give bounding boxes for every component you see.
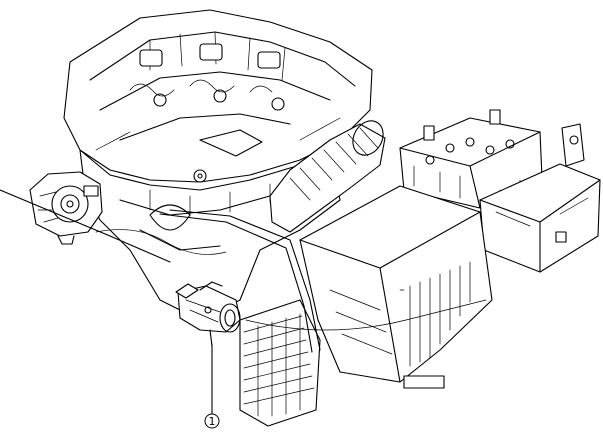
starter-motor (175, 281, 241, 347)
callout-label-1: 1 (209, 415, 216, 428)
callout-1: 1 (204, 343, 220, 429)
callout-circle (204, 413, 220, 429)
cylinder-head-cover (63, 9, 373, 183)
lower-air-duct (239, 299, 321, 427)
fuse-box (479, 163, 601, 273)
air-cleaner-box (299, 185, 493, 389)
intake-hose (269, 120, 386, 233)
battery-bracket (561, 123, 585, 167)
wiring-harness (0, 189, 487, 353)
alternator (29, 171, 103, 245)
